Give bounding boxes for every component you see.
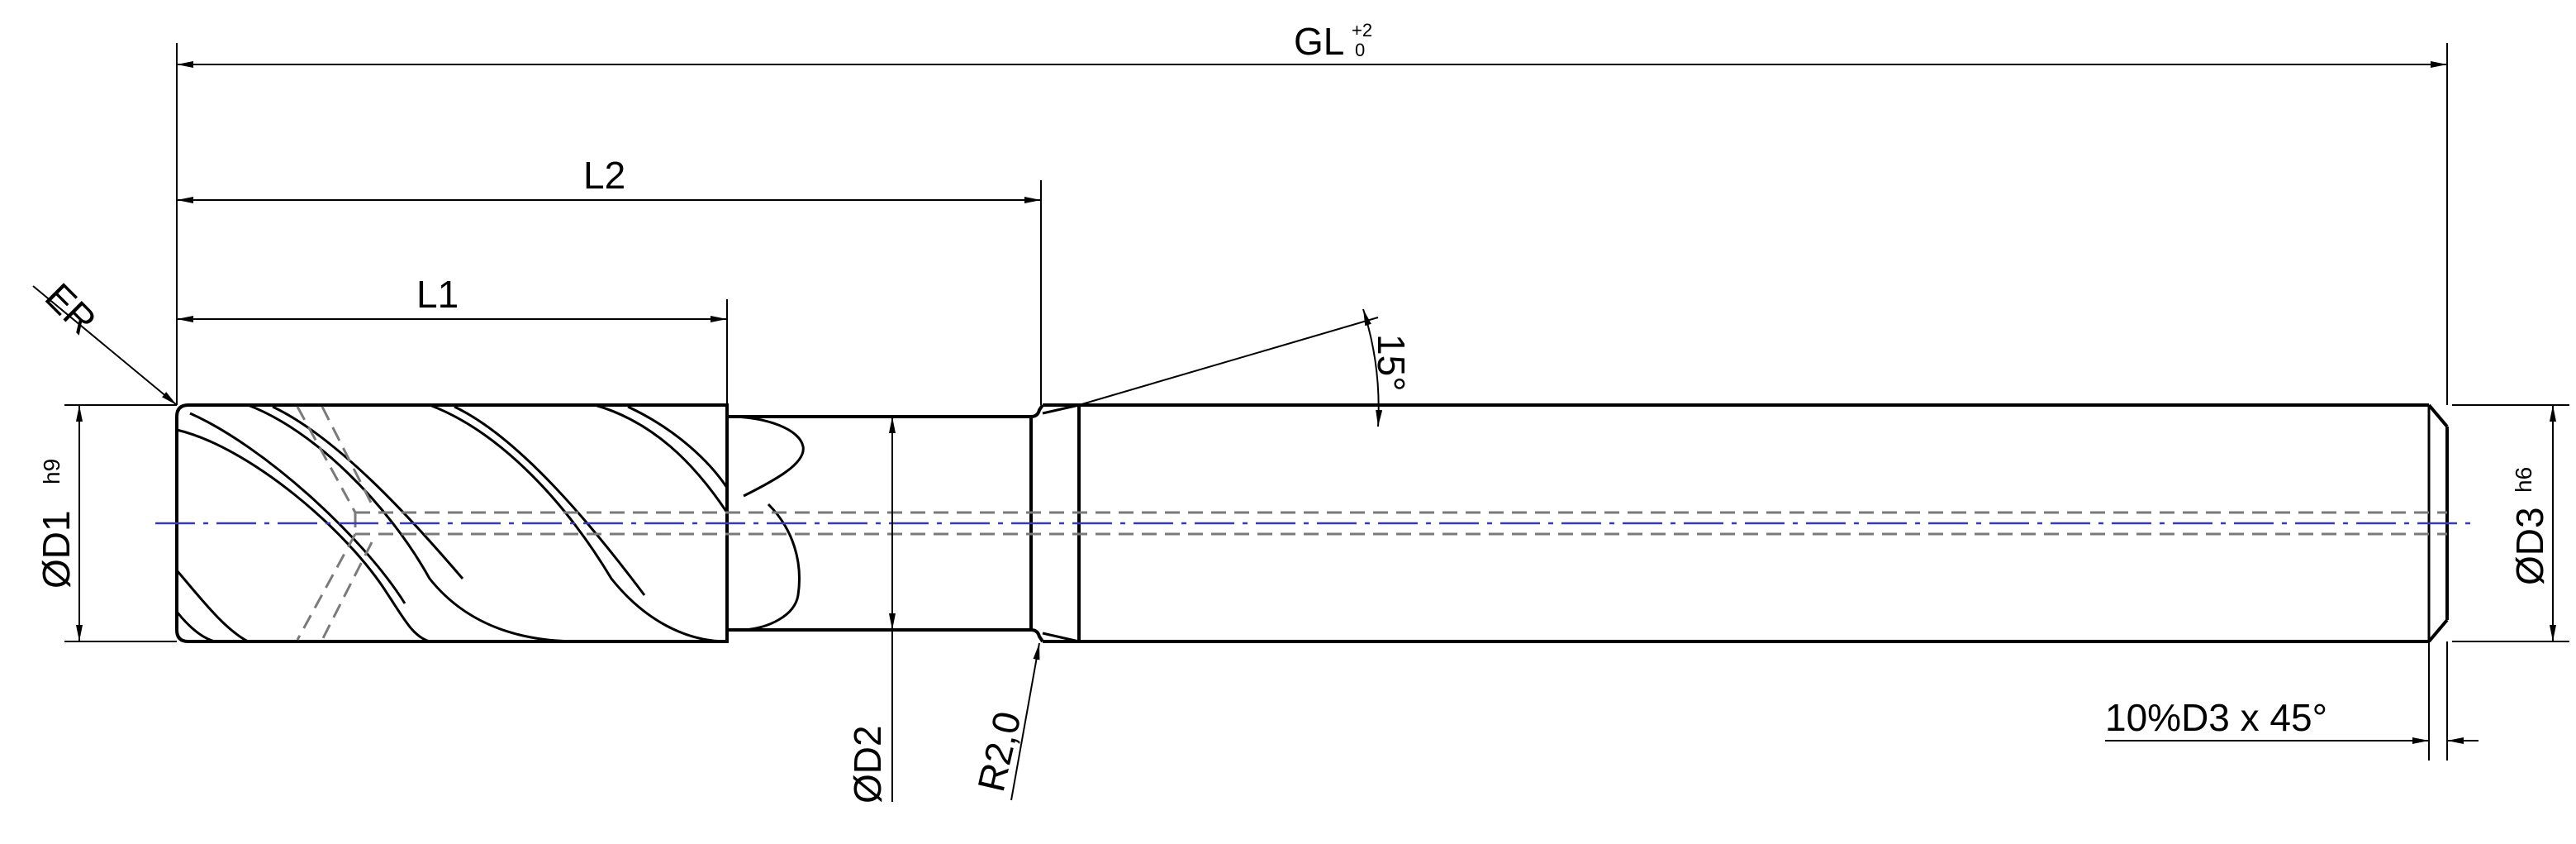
dimension-labels: GL +2 0 L2 L1 ER 15° ØD1 h9 ØD2 R2,0 ØD3… xyxy=(35,20,2551,803)
angle-arc xyxy=(1362,308,1383,427)
d3-tolerance: h6 xyxy=(2511,467,2536,493)
extension-lines xyxy=(64,43,2569,761)
r-leader xyxy=(1010,642,1040,801)
angle-leader xyxy=(1078,317,1379,406)
dimension-lines xyxy=(32,61,2556,802)
cutting-head-outline xyxy=(175,403,729,643)
tool-body xyxy=(175,403,2449,643)
r-label: R2,0 xyxy=(969,708,1029,795)
gl-tolerance-upper: +2 xyxy=(1352,20,1372,41)
l2-label: L2 xyxy=(583,154,625,197)
d1-label: ØD1 xyxy=(35,510,78,589)
angle-label: 15° xyxy=(1370,334,1413,392)
helical-flutes xyxy=(175,403,805,643)
chamfer-label: 10%D3 x 45° xyxy=(2105,696,2327,739)
hidden-lines xyxy=(296,406,2447,641)
er-leader xyxy=(32,285,178,406)
gl-label: GL xyxy=(1294,20,1344,63)
l1-label: L1 xyxy=(416,273,459,316)
d3-label: ØD3 xyxy=(2508,507,2551,585)
d1-tolerance: h9 xyxy=(39,459,64,484)
gl-tolerance-lower: 0 xyxy=(1355,40,1365,60)
er-label: ER xyxy=(37,274,105,342)
d2-label: ØD2 xyxy=(846,725,889,803)
